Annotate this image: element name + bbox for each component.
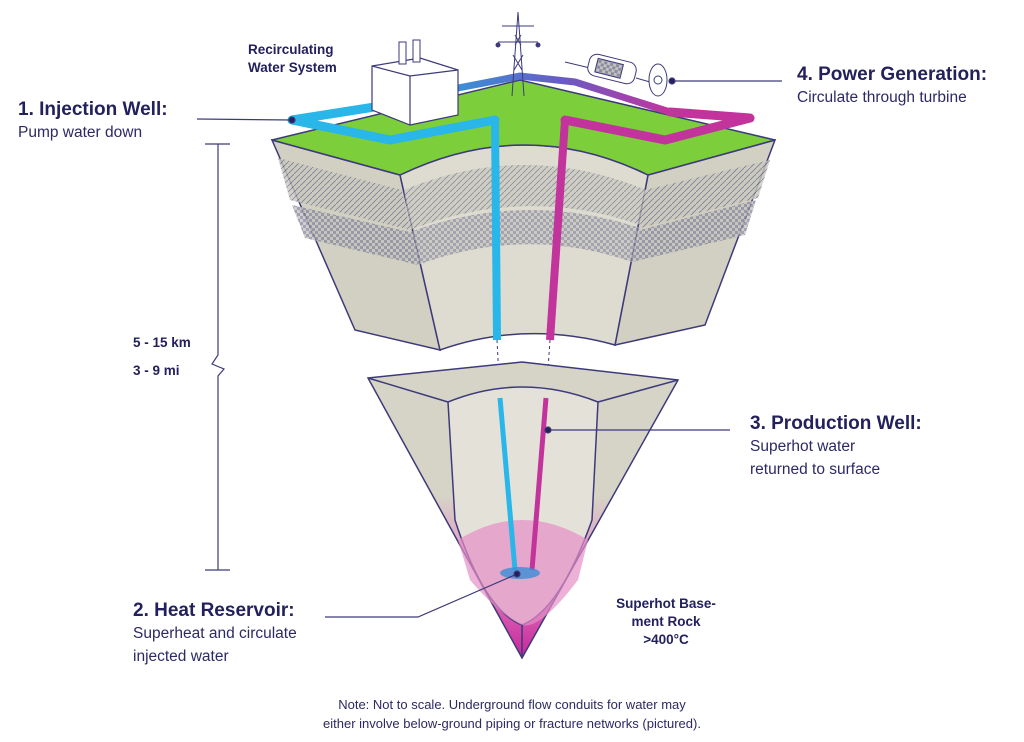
production-well-title: 3. Production Well: — [750, 413, 922, 434]
production-well-label: 3. Production Well: Superhot water retur… — [750, 413, 922, 481]
depth-mi-label: 3 - 9 mi — [133, 363, 180, 378]
heat-reservoir-desc-2: injected water — [133, 648, 229, 665]
injection-well-title: 1. Injection Well: — [18, 99, 168, 120]
injection-well-desc: Pump water down — [18, 124, 143, 141]
footnote-line-2: either involve below-ground piping or fr… — [323, 716, 701, 731]
basement-rock-label: Superhot Base- ment Rock >400°C — [606, 595, 726, 649]
power-generation-label: 4. Power Generation: Circulate through t… — [797, 64, 987, 109]
depth-km-label: 5 - 15 km — [133, 335, 191, 350]
heat-reservoir-desc-1: Superheat and circulate — [133, 625, 297, 642]
recirculating-line-2: Water System — [248, 60, 337, 75]
basement-line-3: >400°C — [643, 632, 689, 647]
power-generation-title: 4. Power Generation: — [797, 64, 988, 85]
upper-crust-block — [270, 79, 777, 352]
leader-lines — [196, 77, 782, 618]
footnote: Note: Not to scale. Underground flow con… — [0, 695, 1024, 733]
lower-crust-block — [366, 361, 680, 660]
surface-pipes — [287, 72, 755, 399]
power-tower-icon — [495, 11, 541, 97]
heat-reservoir-label: 2. Heat Reservoir: Superheat and circula… — [133, 600, 297, 668]
heat-reservoir-title: 2. Heat Reservoir: — [133, 600, 295, 621]
basement-line-1: Superhot Base- — [616, 596, 716, 611]
basement-line-2: ment Rock — [631, 614, 701, 629]
turbine-generator-icon — [564, 53, 668, 97]
power-generation-desc: Circulate through turbine — [797, 89, 967, 106]
injection-well-label: 1. Injection Well: Pump water down — [18, 99, 168, 144]
depth-scale — [205, 143, 230, 571]
water-system-building-icon — [371, 39, 459, 126]
production-well-desc-2: returned to surface — [750, 461, 881, 478]
production-well-desc-1: Superhot water — [750, 438, 856, 455]
recirculating-label: Recirculating Water System — [248, 41, 337, 77]
footnote-line-1: Note: Not to scale. Underground flow con… — [338, 697, 686, 712]
recirculating-line-1: Recirculating — [248, 42, 334, 57]
